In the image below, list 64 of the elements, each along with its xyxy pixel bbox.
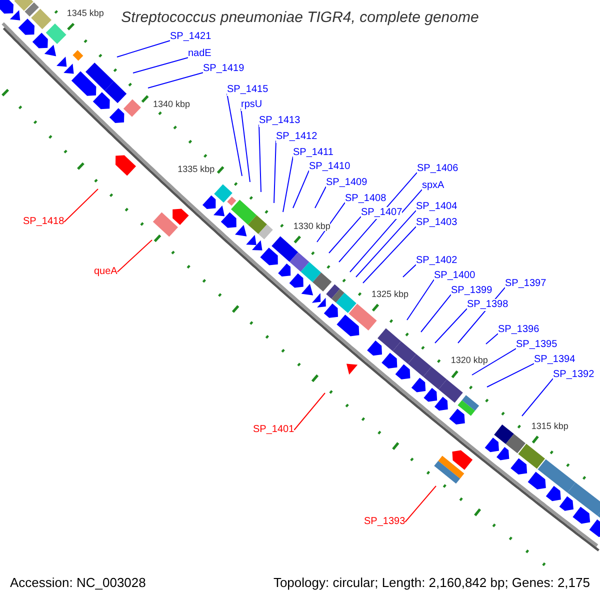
- leader-line: [486, 363, 534, 388]
- gene-label: SP_1410: [309, 161, 350, 173]
- leader-line: [64, 188, 98, 222]
- gene-label: SP_1399: [451, 285, 492, 297]
- scale-label: 1320 kbp: [450, 356, 488, 366]
- gene-label: SP_1421: [170, 31, 212, 43]
- map-title: Streptococcus pneumoniae TIGR4, complete genome: [121, 9, 479, 27]
- leader-line: [402, 264, 416, 278]
- gene-label: SP_1396: [498, 324, 540, 336]
- leader-line: [404, 486, 436, 522]
- gene-label: SP_1403: [416, 217, 458, 229]
- gene-label: SP_1394: [534, 354, 576, 366]
- gene-label: queA: [94, 266, 118, 278]
- gene-label: SP_1392: [553, 369, 594, 381]
- gene-label: SP_1395: [516, 339, 558, 351]
- scale-label: 1330 kbp: [293, 222, 330, 230]
- gene-label: SP_1402: [416, 255, 458, 267]
- leader-line: [148, 72, 204, 88]
- leader-line: [338, 172, 418, 262]
- leader-line: [316, 202, 346, 242]
- gene-label: SP_1404: [416, 201, 458, 213]
- leader-line: [350, 189, 422, 272]
- leader-line: [356, 210, 416, 278]
- gene-label: SP_1408: [345, 193, 386, 205]
- gene-label: SP_1407: [361, 207, 402, 219]
- leader-line: [116, 240, 152, 272]
- leader-line: [486, 333, 498, 344]
- leader-line: [132, 57, 188, 74]
- leader-line: [314, 186, 326, 208]
- gene-label: SP_1393: [364, 516, 406, 528]
- leader-line: [434, 308, 468, 344]
- scale-label: 1335 kbp: [178, 165, 215, 174]
- gene-label: nadE: [188, 48, 212, 60]
- leader-line: [294, 392, 326, 430]
- leader-line: [420, 294, 452, 332]
- gene-label: rpsU: [241, 99, 262, 111]
- leader-line: [292, 170, 310, 208]
- leader-line: [282, 156, 294, 212]
- gene-label: SP_1401: [253, 424, 294, 436]
- gene-label: SP_1413: [259, 115, 300, 127]
- leader-line: [274, 140, 276, 204]
- gene-label: SP_1415: [227, 84, 268, 96]
- gene-label: SP_1406: [417, 163, 458, 175]
- leader-line: [522, 378, 554, 416]
- gene-label: SP_1397: [505, 278, 546, 290]
- gene-label: spxA: [422, 180, 444, 192]
- scale-label: 1315 kbp: [531, 422, 568, 430]
- gene-label: SP_1398: [467, 299, 508, 311]
- genome-stats-label: Topology: circular; Length: 2,160,842 bp; Genes: 2,175: [273, 575, 590, 590]
- gene-label: SP_1400: [434, 270, 476, 282]
- gene-label: SP_1409: [326, 177, 368, 189]
- leader-line: [362, 226, 416, 284]
- leader-line: [116, 40, 170, 58]
- gene-label: SP_1418: [23, 216, 64, 228]
- scale-label: 1345 kbp: [66, 8, 104, 18]
- leader-line: [472, 348, 516, 376]
- scale-label: 1325 kbp: [371, 290, 409, 299]
- gene-label: SP_1419: [203, 63, 244, 75]
- gene-label: SP_1411: [293, 147, 334, 159]
- leader-line: [328, 216, 362, 254]
- gene-label: SP_1412: [276, 131, 318, 143]
- scale-label: 1340 kbp: [153, 100, 190, 110]
- leader-line: [406, 279, 434, 320]
- accession-label: Accession: NC_003028: [10, 575, 146, 590]
